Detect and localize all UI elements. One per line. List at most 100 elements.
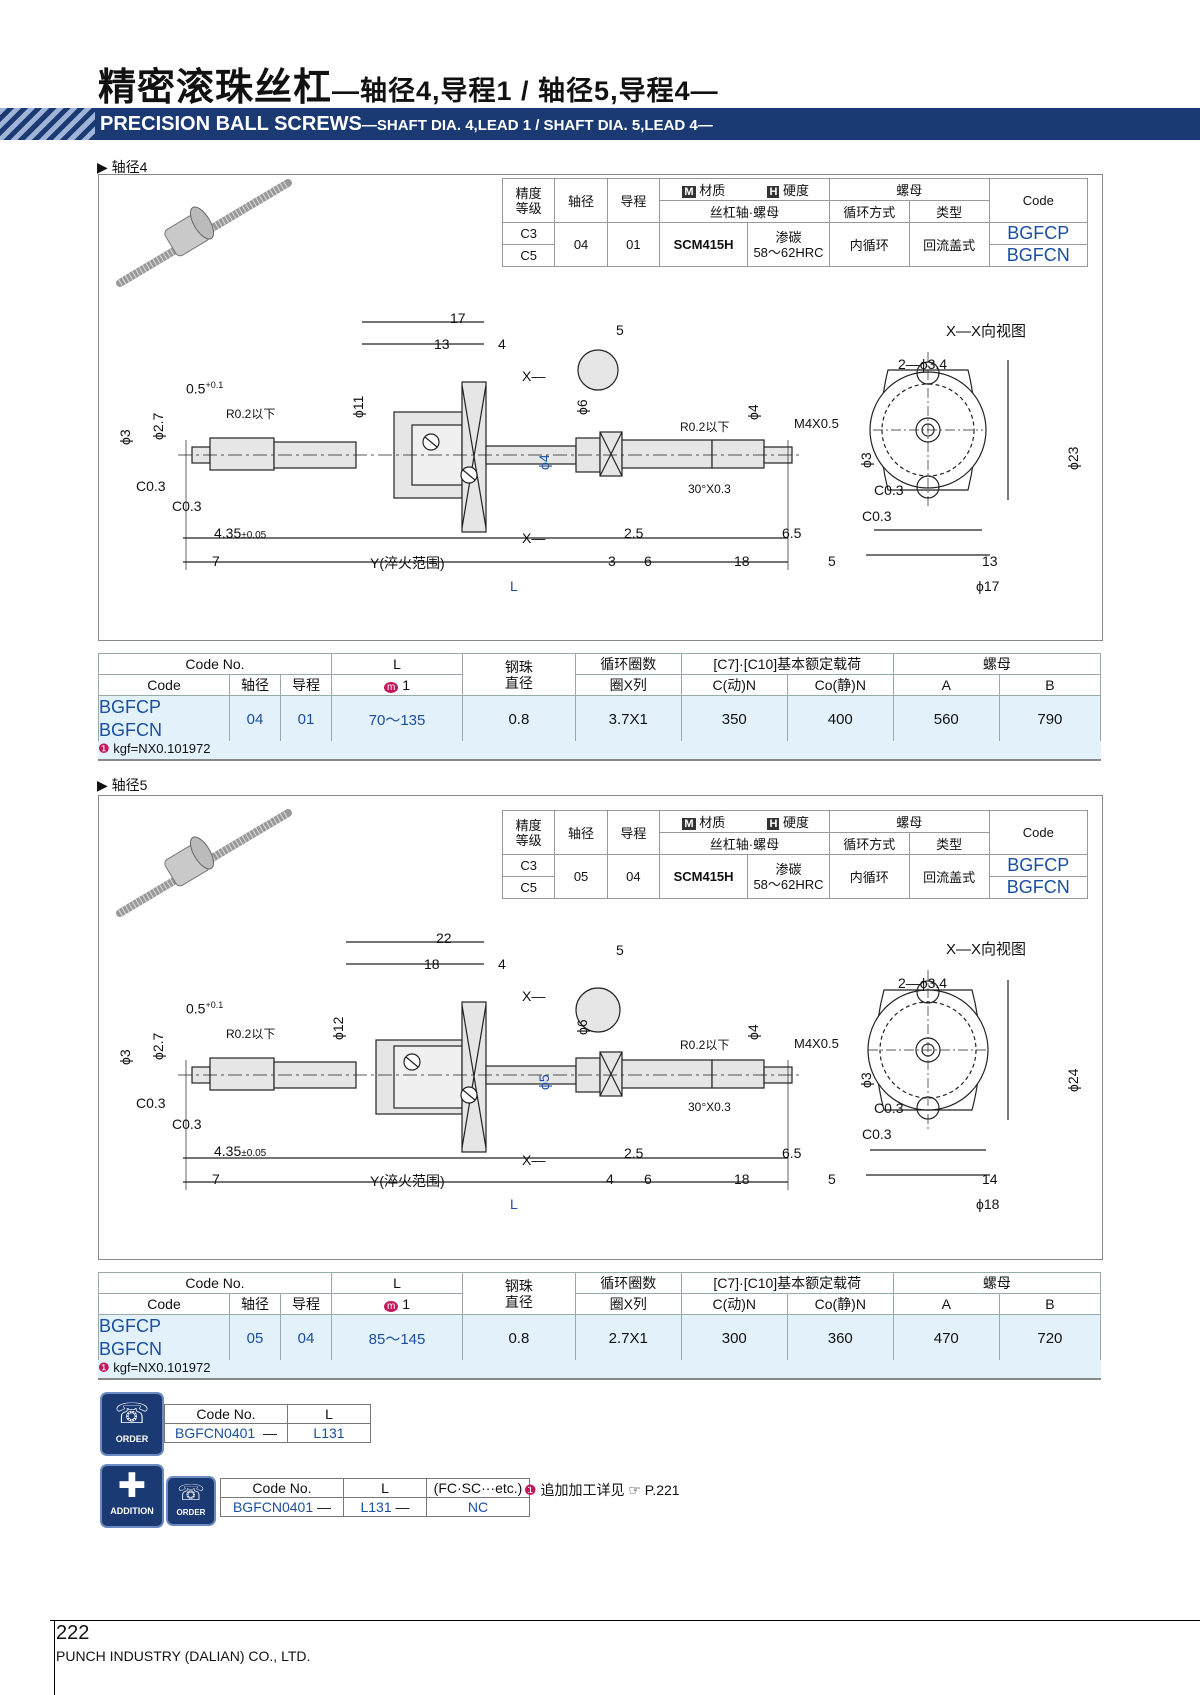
dim-0-5: 0.5	[186, 1000, 206, 1017]
material-header: 材质	[699, 815, 726, 830]
addition-icon: ✚ ADDITION	[100, 1464, 164, 1528]
addition-icon-label: ADDITION	[110, 1506, 154, 1516]
title-en: PRECISION BALL SCREWS—SHAFT DIA. 4,LEAD …	[100, 113, 713, 136]
hardness-badge-icon: H	[767, 186, 780, 198]
circulation-header: 循环方式	[828, 200, 910, 223]
dim-4-35: 4.35	[214, 1143, 242, 1159]
chamfer-1: C0.3	[136, 478, 166, 494]
shaft-value: 04	[554, 222, 608, 267]
addition-example-table: Code No.L(FC·SC···etc.) BGFCN0401 —L131 …	[220, 1478, 530, 1517]
product-image	[116, 809, 292, 917]
th-circuits: 循环圈数	[574, 1272, 682, 1294]
page-reference[interactable]: P.221	[644, 1482, 680, 1498]
dim-phi11: ϕ11	[350, 395, 366, 418]
precision-header: 精度	[515, 185, 542, 201]
type-value: 回流盖式	[908, 854, 990, 899]
code-value-2: BGFCN	[988, 244, 1089, 267]
dim-2-5: 2.5	[624, 1145, 644, 1161]
order-icon-small: ☏ ORDER	[166, 1476, 216, 1526]
th-lead: 导程	[280, 674, 332, 696]
th-shaft: 轴径	[229, 674, 281, 696]
page-number: 222	[56, 1622, 90, 1644]
addition-l: L131	[360, 1499, 392, 1515]
hardness-value-1: 渗碳	[775, 229, 802, 245]
th-ball-1: 钢珠	[504, 658, 533, 675]
th-unit: 1	[402, 677, 411, 693]
material-value: SCM415H	[659, 222, 749, 267]
order-icon-label: ORDER	[115, 1434, 149, 1444]
th-b: B	[998, 1293, 1102, 1315]
row-code-1: BGFCP	[99, 1316, 162, 1336]
view-label: X—X向视图	[946, 323, 1027, 340]
section-label: ▶ 轴径4	[97, 159, 148, 175]
title-bar-stripes	[0, 108, 95, 140]
chamfer-1: C0.3	[136, 1095, 166, 1111]
chamfer-3: C0.3	[874, 482, 904, 498]
dim-4: 4	[498, 336, 506, 352]
lead-header: 导程	[606, 178, 661, 223]
code-header: Code	[988, 810, 1089, 855]
row-cst: 360	[786, 1314, 894, 1362]
unit-note-text: kgf=NX0.101972	[113, 1360, 211, 1375]
title-en-main: PRECISION BALL SCREWS	[100, 113, 362, 135]
type-value: 回流盖式	[908, 222, 990, 267]
dim-7: 7	[212, 553, 220, 569]
spec-table: 精度等级 轴径 导程 M 材质 H 硬度 螺母 Code 丝杠轴·螺母 循环方式…	[501, 810, 1089, 899]
addition-code: BGFCN0401	[232, 1499, 314, 1515]
th-unit: 1	[402, 1296, 411, 1312]
code-value-2: BGFCN	[988, 876, 1089, 899]
th-circuits: 循环圈数	[574, 653, 682, 675]
dim-3: 3	[608, 553, 616, 569]
dim-phi2-7: ϕ2.7	[150, 412, 166, 440]
order-icon-small-label: ORDER	[176, 1508, 206, 1517]
radius-note-left: R0.2以下	[226, 1027, 276, 1041]
th-nut: 螺母	[892, 653, 1102, 675]
dim-6-5: 6.5	[782, 1145, 802, 1161]
chamfer-3: C0.3	[874, 1100, 904, 1116]
th-l: L	[331, 653, 463, 675]
dim-4: 4	[498, 956, 506, 972]
th-load: [C7]·[C10]基本额定载荷	[680, 653, 894, 675]
hardness-badge-icon: H	[767, 818, 780, 830]
row-b: 790	[998, 695, 1102, 743]
order-icon: ☏ ORDER	[100, 1392, 164, 1456]
th-code-no: Code No.	[98, 1272, 332, 1294]
th-nut: 螺母	[892, 1272, 1102, 1294]
row-a: 470	[892, 1314, 1000, 1362]
dim-2-5: 2.5	[624, 525, 644, 541]
row-code-1: BGFCP	[99, 697, 162, 717]
material-parts-header: 丝杠轴·螺母	[659, 832, 830, 855]
dim-5: 5	[828, 553, 836, 569]
grade-c5: C5	[501, 244, 556, 267]
dim-4-35-tol: ±0.05	[241, 530, 267, 541]
section-mark-top: X—	[522, 368, 546, 384]
row-circ: 3.7X1	[574, 695, 682, 743]
th-load: [C7]·[C10]基本额定载荷	[680, 1272, 894, 1294]
radius-note-right: R0.2以下	[680, 1038, 730, 1052]
dim-18: 18	[734, 553, 750, 569]
addition-note-text: 追加加工详见	[540, 1482, 625, 1498]
row-shaft: 04	[229, 695, 281, 743]
phone-icon: ☏	[177, 1480, 205, 1505]
row-cdyn: 350	[680, 695, 788, 743]
unit-note: ❶ kgf=NX0.101972	[98, 1360, 1101, 1380]
dim-phi6: ϕ6	[574, 399, 590, 415]
chamfer-2: C0.3	[172, 498, 202, 514]
row-cdyn: 300	[680, 1314, 788, 1362]
dim-phi4: ϕ4	[745, 404, 761, 420]
th-lead: 导程	[280, 1293, 332, 1315]
chamfer-angle: 30°X0.3	[688, 482, 731, 496]
nut-header: 螺母	[828, 810, 990, 833]
row-lead: 01	[280, 695, 332, 743]
dim-phi3-left: ϕ3	[117, 1049, 133, 1065]
section-mark-top: X—	[522, 988, 546, 1004]
lead-value: 01	[606, 222, 661, 267]
order-code: BGFCN0401	[175, 1425, 256, 1441]
dim-5: 5	[828, 1171, 836, 1187]
code-value-1: BGFCP	[988, 854, 1089, 877]
plus-icon: ✚	[117, 1467, 147, 1505]
hardness-value-2: 58～62HRC	[753, 876, 824, 892]
th-l: L	[331, 1272, 463, 1294]
dim-phi3-left: ϕ3	[117, 429, 133, 445]
unit-badge-icon: m	[383, 1301, 399, 1312]
